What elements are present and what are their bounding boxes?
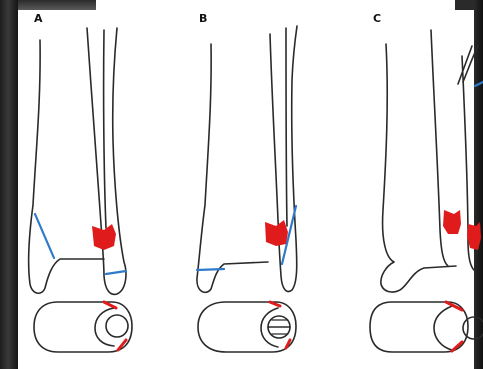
panel-b-fibula-inner xyxy=(286,28,287,226)
panel-a-fibula-inner xyxy=(104,30,106,228)
panel-a-fibula xyxy=(87,28,126,294)
panel-c-syndesmosis-tibia xyxy=(443,210,461,234)
panel-b-fibula xyxy=(270,26,297,291)
panel-c-tibia xyxy=(381,44,456,292)
panel-a-axial-fibula xyxy=(106,315,128,337)
panel-a-ankle-front-view xyxy=(29,28,132,352)
panel-a-fracture-line-lateral xyxy=(106,271,126,274)
panel-b-syndesmosis xyxy=(265,220,288,246)
panel-c-axial-outline xyxy=(370,302,468,352)
panel-a-syndesmosis xyxy=(92,224,116,250)
panel-a-tibia xyxy=(29,40,104,293)
panel-b-fracture-line-medial xyxy=(197,269,224,270)
panel-b-ankle-front-view xyxy=(197,26,297,352)
panel-a-axial-talus xyxy=(95,308,114,346)
panel-c-ankle-front-view xyxy=(370,30,483,352)
panel-b-axial-ligament-posterior xyxy=(286,340,290,348)
panel-c-axial-talus xyxy=(434,306,452,350)
panel-c-fracture-line-fibula xyxy=(475,82,483,86)
panel-c-tibia-inner xyxy=(431,30,448,266)
panel-a-fracture-line-medial xyxy=(35,214,54,258)
panel-c-syndesmosis-fibula xyxy=(467,222,481,250)
panel-b-tibia xyxy=(197,44,268,292)
panel-c-fibula-upper xyxy=(458,46,478,84)
panel-c-axial-fibula xyxy=(463,317,483,339)
panel-a-axial-outline xyxy=(34,302,132,352)
